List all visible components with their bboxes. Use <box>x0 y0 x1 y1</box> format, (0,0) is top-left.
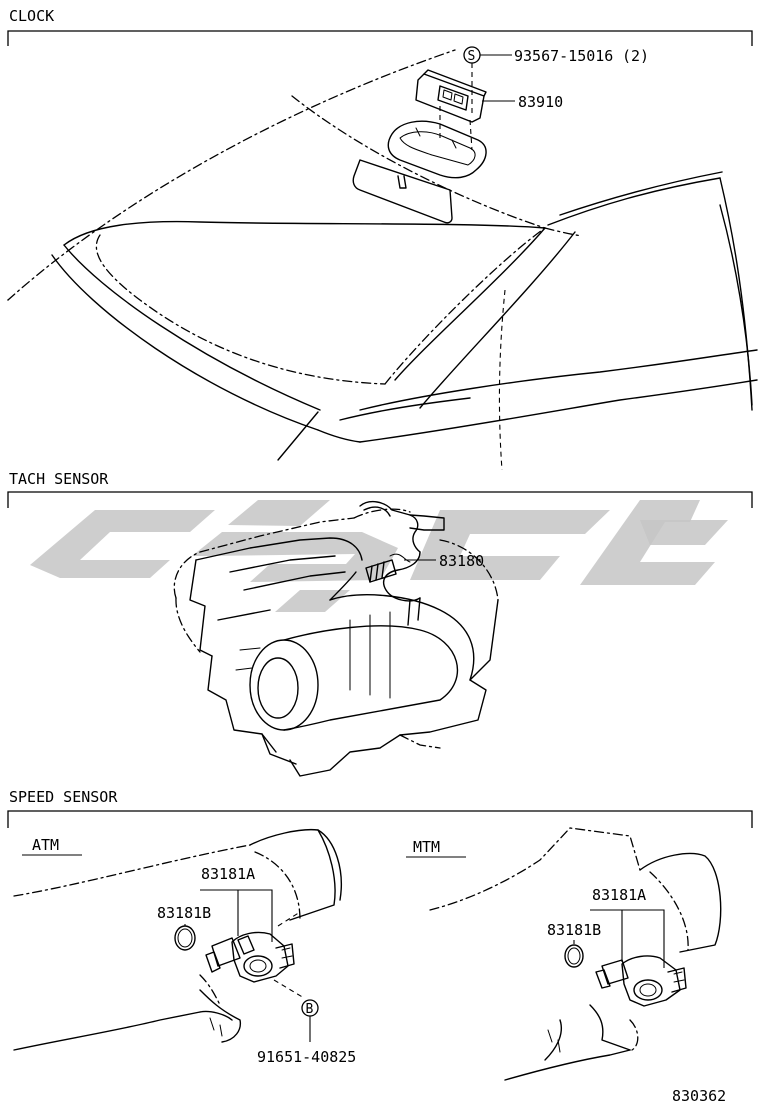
watermark-logo-icon <box>30 500 728 612</box>
clock-callouts: S 93567-15016 (2) 83910 <box>463 46 649 116</box>
speed-sensor-section: SPEED SENSOR ATM <box>7 788 753 1105</box>
tach-sensor-part-number: 83180 <box>439 552 484 570</box>
windshield-drawing <box>7 49 758 471</box>
clock-part-number: 83910 <box>518 93 563 111</box>
atm-bolt-part-number: 91651-40825 <box>257 1048 356 1066</box>
figure-number: 830362 <box>672 1087 726 1105</box>
mtm-subdiagram: MTM 8318 <box>406 827 722 1081</box>
bolt-symbol-letter: B <box>306 1002 314 1017</box>
speed-sensor-section-bracket <box>7 810 753 828</box>
clock-section-bracket <box>7 30 753 46</box>
screw-symbol-letter: S <box>468 49 476 64</box>
screw-quantity: (2) <box>622 47 649 65</box>
mtm-speed-sensor <box>595 955 687 1007</box>
rear-view-mirror <box>352 159 453 224</box>
tach-sensor-callouts: 83180 <box>404 552 484 570</box>
tach-sensor-section: TACH SENSOR <box>7 470 753 777</box>
atm-speed-sensor <box>205 931 295 983</box>
atm-sensor-part-number: 83181A <box>201 865 255 883</box>
screw-part-number: 93567-15016 <box>514 47 613 65</box>
mtm-oring-part-number: 83181B <box>547 921 601 939</box>
tach-sensor-section-title: TACH SENSOR <box>9 470 109 488</box>
atm-label: ATM <box>32 836 59 854</box>
atm-subdiagram: ATM <box>13 828 356 1066</box>
mtm-sensor-part-number: 83181A <box>592 886 646 904</box>
atm-oring-part-number: 83181B <box>157 904 211 922</box>
speed-sensor-section-title: SPEED SENSOR <box>9 788 118 806</box>
mtm-oring <box>564 944 584 968</box>
clock-section-title: CLOCK <box>9 7 54 25</box>
tach-sensor-section-bracket <box>7 491 753 508</box>
engine-drawing <box>173 500 499 777</box>
clock-section: CLOCK <box>7 7 758 471</box>
mtm-label: MTM <box>413 838 440 856</box>
clock-unit-drawing <box>387 69 487 179</box>
